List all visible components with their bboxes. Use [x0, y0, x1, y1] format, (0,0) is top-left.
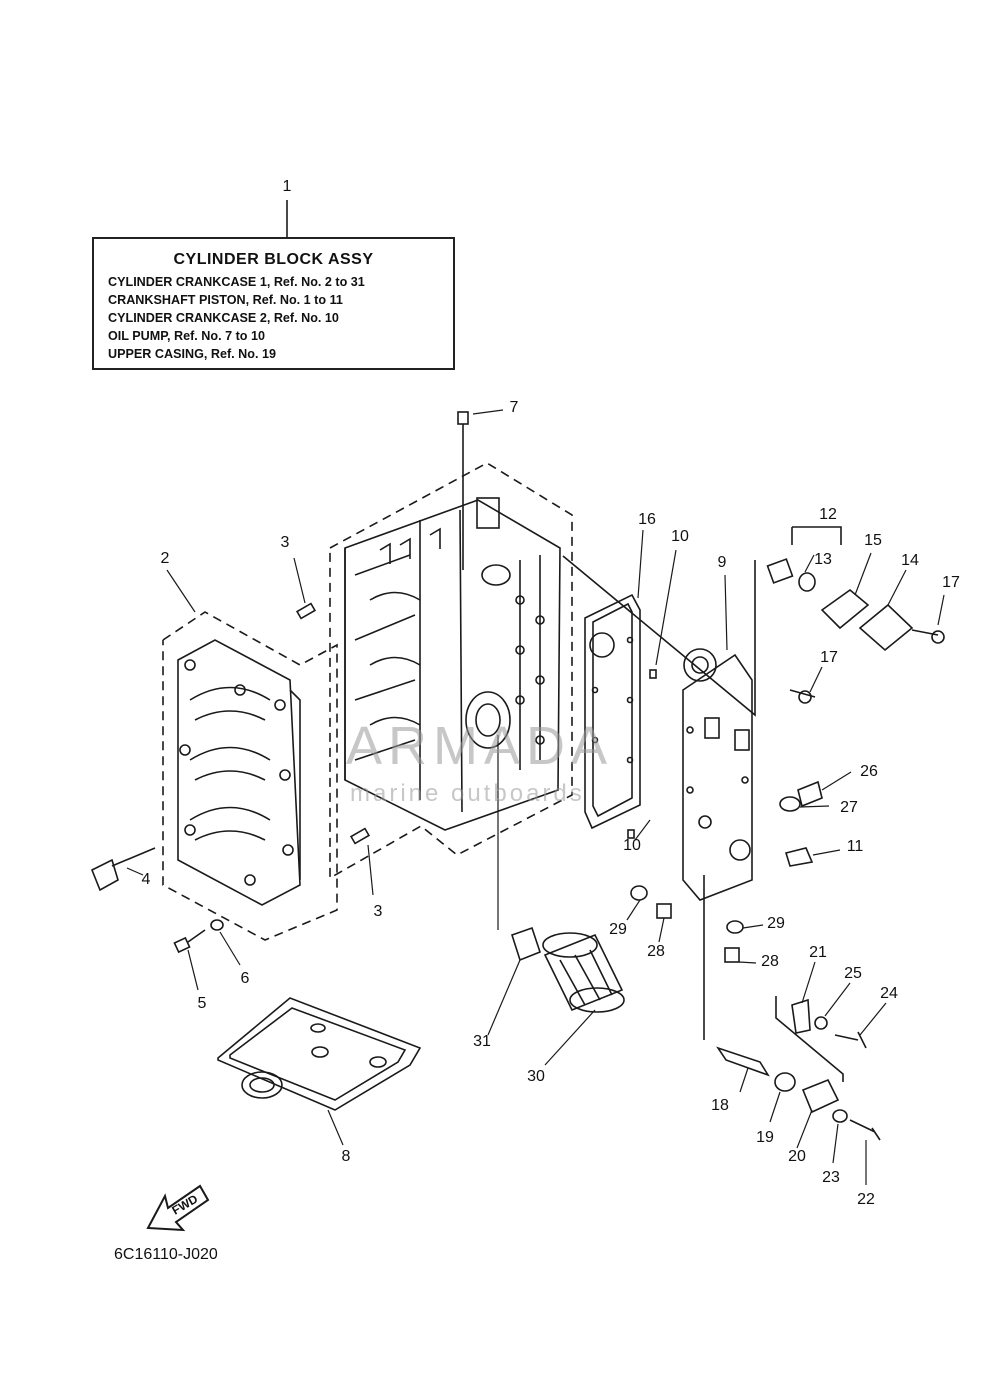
legend-line: CYLINDER CRANKCASE 2, Ref. No. 10	[108, 311, 339, 325]
legend-line: CYLINDER CRANKCASE 1, Ref. No. 2 to 31	[108, 275, 365, 289]
bracket-9	[562, 555, 756, 717]
watermark-tagline: marine outboards	[350, 780, 585, 807]
callout-1: 1	[282, 178, 292, 195]
callout-3: 3	[373, 903, 383, 920]
cylinder-block	[344, 497, 561, 831]
legend-line: CRANKSHAFT PISTON, Ref. No. 1 to 11	[108, 293, 343, 307]
watermark-brand: ARMADA	[346, 716, 614, 776]
legend-line: OIL PUMP, Ref. No. 7 to 10	[108, 329, 265, 343]
bracket-21-25	[775, 996, 844, 1082]
assembly-outline-crankcase	[162, 611, 338, 941]
callout-9: 9	[717, 554, 727, 571]
oil-pump-cover-9	[682, 648, 753, 901]
callout-20: 20	[788, 1148, 806, 1165]
callout-17: 17	[820, 649, 838, 666]
fasteners	[90, 411, 945, 1141]
callout-23: 23	[822, 1169, 840, 1186]
callout-30: 30	[527, 1068, 545, 1085]
callout-5: 5	[197, 995, 207, 1012]
callout-31: 31	[473, 1033, 491, 1050]
callout-28: 28	[647, 943, 665, 960]
callout-27: 27	[840, 799, 858, 816]
callout-19: 19	[756, 1129, 774, 1146]
callout-28: 28	[761, 953, 779, 970]
callout-18: 18	[711, 1097, 729, 1114]
callout-10: 10	[671, 528, 689, 545]
callout-17: 17	[942, 574, 960, 591]
legend-line: UPPER CASING, Ref. No. 19	[108, 347, 276, 361]
callout-13: 13	[814, 551, 832, 568]
gasket-8	[217, 997, 422, 1111]
legend-title: CYLINDER BLOCK ASSY	[173, 251, 374, 268]
callout-12: 12	[819, 506, 837, 523]
assembly-outline-cylinder-block	[329, 462, 573, 880]
callout-24: 24	[880, 985, 898, 1002]
callout-29: 29	[767, 915, 785, 932]
bracket-12	[791, 526, 842, 545]
callout-15: 15	[864, 532, 882, 549]
callout-14: 14	[901, 552, 919, 569]
callout-26: 26	[860, 763, 878, 780]
gasket-16	[584, 593, 641, 830]
callout-7: 7	[509, 399, 519, 416]
oil-filter-30	[542, 932, 625, 1013]
callout-6: 6	[240, 970, 250, 987]
crankcase	[177, 639, 301, 906]
fwd-arrow-icon	[146, 1184, 210, 1232]
drawing-code: 6C16110-J020	[114, 1246, 218, 1263]
callout-21: 21	[809, 944, 827, 961]
callout-2: 2	[160, 550, 170, 567]
callout-22: 22	[857, 1191, 875, 1208]
callout-4: 4	[141, 871, 151, 888]
callout-11: 11	[846, 838, 864, 855]
callout-25: 25	[844, 965, 862, 982]
leader-lines	[126, 409, 945, 1185]
callout-8: 8	[341, 1148, 351, 1165]
callout-10: 10	[623, 837, 641, 854]
callout-29: 29	[609, 921, 627, 938]
legend-box: CYLINDER BLOCK ASSY CYLINDER CRANKCASE 1…	[92, 237, 455, 370]
callout-16: 16	[638, 511, 656, 528]
callout-3: 3	[280, 534, 290, 551]
